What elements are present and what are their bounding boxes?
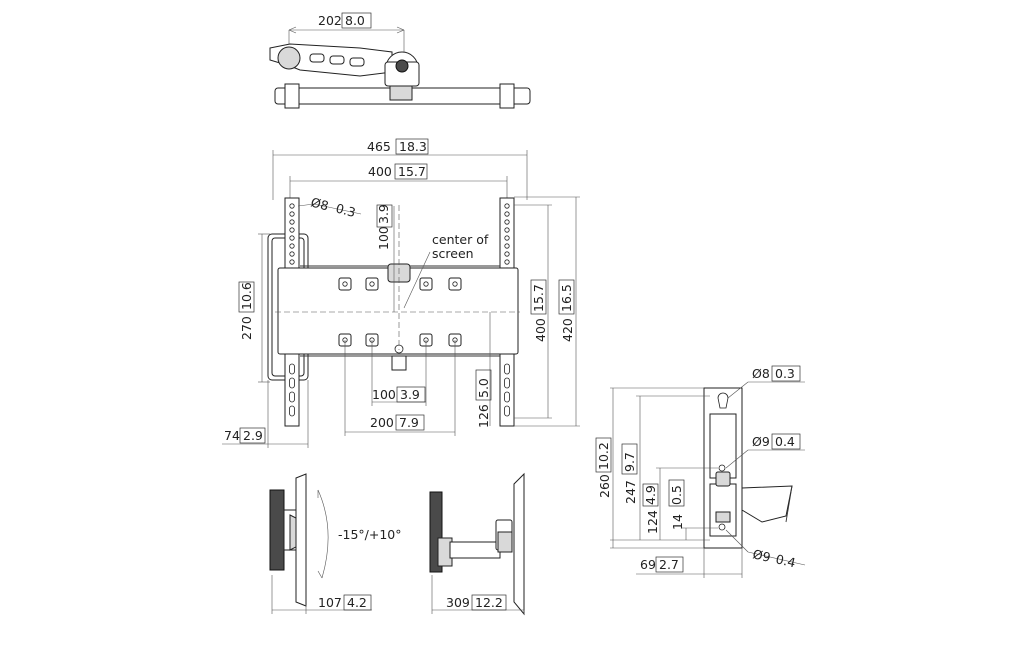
detail-hole-span-in: 9.7 xyxy=(622,452,637,472)
detail-plate-height-mm: 260 xyxy=(597,474,612,498)
rail-slot xyxy=(289,377,295,389)
rail-hole xyxy=(504,227,510,233)
detail-mid-offset-mm: 124 xyxy=(645,510,660,534)
rail-hole xyxy=(504,235,510,241)
top-view: 202 8.0 xyxy=(269,12,531,109)
lower-offset-mm: 126 xyxy=(476,404,491,428)
plate-holes xyxy=(338,277,462,347)
wall-plate-height-mm: 270 xyxy=(239,316,254,340)
overall-width-in: 18.3 xyxy=(399,139,427,154)
tilt-label: -15°/+10° xyxy=(338,527,402,542)
rail-hole xyxy=(504,219,510,225)
extended-depth-mm: 309 xyxy=(446,595,470,610)
detail-bottom-offset-in: 0.5 xyxy=(669,485,684,505)
vesa-mid-width-in: 7.9 xyxy=(399,415,419,430)
vesa-min-width-mm: 100 xyxy=(372,387,396,402)
tilt-depth-mm: 107 xyxy=(318,595,342,610)
side-view-tilt: -15°/+10° 107 4.2 xyxy=(269,473,402,614)
detail-bottom-offset-mm: 14 xyxy=(670,514,685,530)
vesa-hole-center xyxy=(342,281,348,287)
center-label-2: screen xyxy=(432,246,474,261)
detail-bottom-hole-mm: Ø9 xyxy=(751,546,772,565)
rail-hole xyxy=(289,227,295,233)
rail-hole xyxy=(289,219,295,225)
vesa-hole-center xyxy=(369,281,375,287)
detail-mid-hole-mm: Ø9 xyxy=(752,434,770,449)
rail-hole-diam-in: 0.3 xyxy=(334,200,357,220)
rail-hole xyxy=(289,259,295,265)
rail-slot xyxy=(504,405,510,417)
detail-plate-width-mm: 69 xyxy=(640,557,656,572)
rail-slot xyxy=(289,391,295,403)
detail-hole-span-mm: 247 xyxy=(623,480,638,504)
wall-plate-width-in: 2.9 xyxy=(243,428,263,443)
center-label-1: center of xyxy=(432,232,489,247)
overall-height-in: 16.5 xyxy=(559,284,574,312)
lower-offset-in: 5.0 xyxy=(476,378,491,398)
rail-hole xyxy=(504,243,510,249)
vesa-hole-center xyxy=(423,281,429,287)
detail-mid-hole-in: 0.4 xyxy=(775,434,795,449)
rail-slot xyxy=(504,363,510,375)
rail-hole xyxy=(289,211,295,217)
detail-top-hole-in: 0.3 xyxy=(775,366,795,381)
wall-plate-height-in: 10.6 xyxy=(239,282,254,310)
front-view: 465 18.3 400 15.7 100 3.9 xyxy=(222,138,580,448)
vesa-max-width-in: 15.7 xyxy=(398,164,426,179)
detail-view: Ø8 0.3 Ø9 0.4 Ø9 0.4 260 10.2 247 9.7 12… xyxy=(595,365,806,578)
center-offset-mm: 100 xyxy=(376,226,391,250)
rail-slot xyxy=(289,363,295,375)
rail-hole xyxy=(289,243,295,249)
vesa-hole-center xyxy=(452,281,458,287)
vesa-mid-width-mm: 200 xyxy=(370,415,394,430)
rail-slot xyxy=(504,391,510,403)
vesa-max-height-in: 15.7 xyxy=(531,284,546,312)
detail-plate-width-in: 2.7 xyxy=(659,557,679,572)
rail-slot xyxy=(289,405,295,417)
rail-hole xyxy=(504,251,510,257)
rail-hole xyxy=(289,235,295,241)
vesa-max-height-mm: 400 xyxy=(533,318,548,342)
vesa-min-width-in: 3.9 xyxy=(400,387,420,402)
top-width-in: 8.0 xyxy=(345,13,365,28)
rail-hole-diam-mm: Ø8 xyxy=(309,194,330,213)
rail-slot xyxy=(504,377,510,389)
overall-width-mm: 465 xyxy=(367,139,391,154)
top-width-mm: 202 xyxy=(318,13,342,28)
rail-hole xyxy=(289,203,295,209)
rail-hole xyxy=(504,203,510,209)
side-view-extended: 309 12.2 xyxy=(429,472,525,616)
extended-depth-in: 12.2 xyxy=(475,595,503,610)
tilt-depth-in: 4.2 xyxy=(347,595,367,610)
center-offset-in: 3.9 xyxy=(376,204,391,224)
detail-plate-height-in: 10.2 xyxy=(596,442,611,470)
rail-hole xyxy=(289,251,295,257)
vesa-max-width-mm: 400 xyxy=(368,164,392,179)
rail-hole xyxy=(504,259,510,265)
wall-plate-width-mm: 74 xyxy=(224,428,240,443)
detail-bottom-hole-in: 0.4 xyxy=(774,551,797,570)
detail-mid-offset-in: 4.9 xyxy=(643,485,658,505)
detail-top-hole-mm: Ø8 xyxy=(752,366,770,381)
rail-hole xyxy=(504,211,510,217)
overall-height-mm: 420 xyxy=(560,318,575,342)
